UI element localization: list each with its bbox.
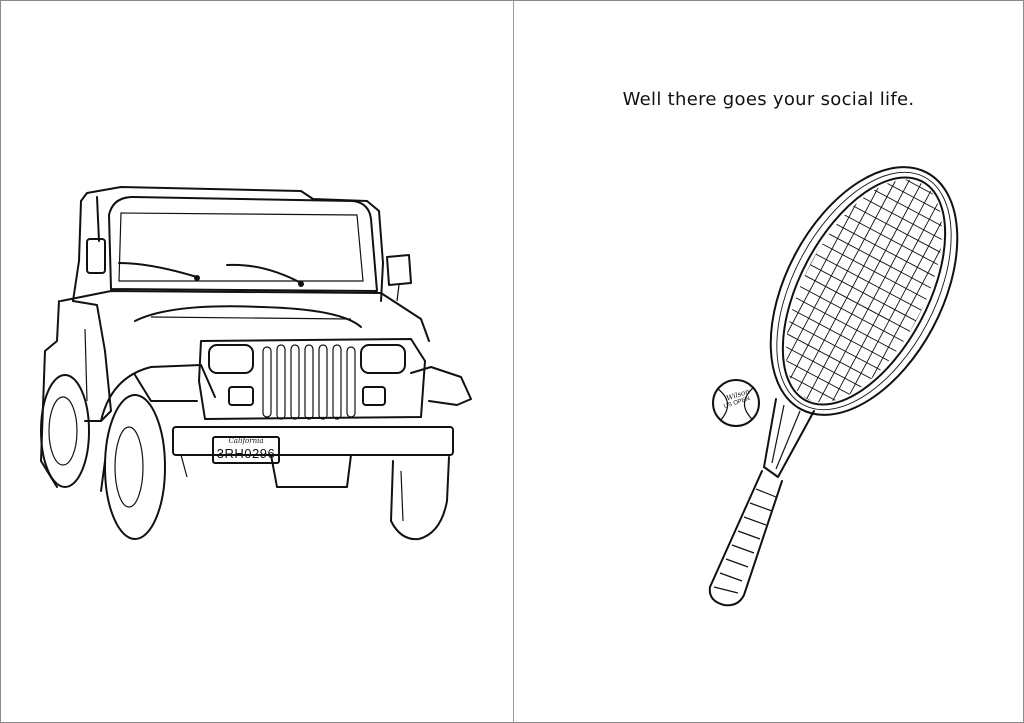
license-plate-header: California: [228, 437, 264, 445]
jeep-illustration: [40, 186, 472, 541]
page-gutter: [513, 1, 514, 722]
left-page: California 3RH0296: [1, 1, 513, 722]
page-caption: Well there goes your social life.: [622, 89, 915, 110]
right-page: Well there goes your social life.: [514, 1, 1023, 722]
tennis-racket-illustration: [708, 155, 975, 607]
license-plate-number: 3RH0296: [216, 446, 276, 461]
